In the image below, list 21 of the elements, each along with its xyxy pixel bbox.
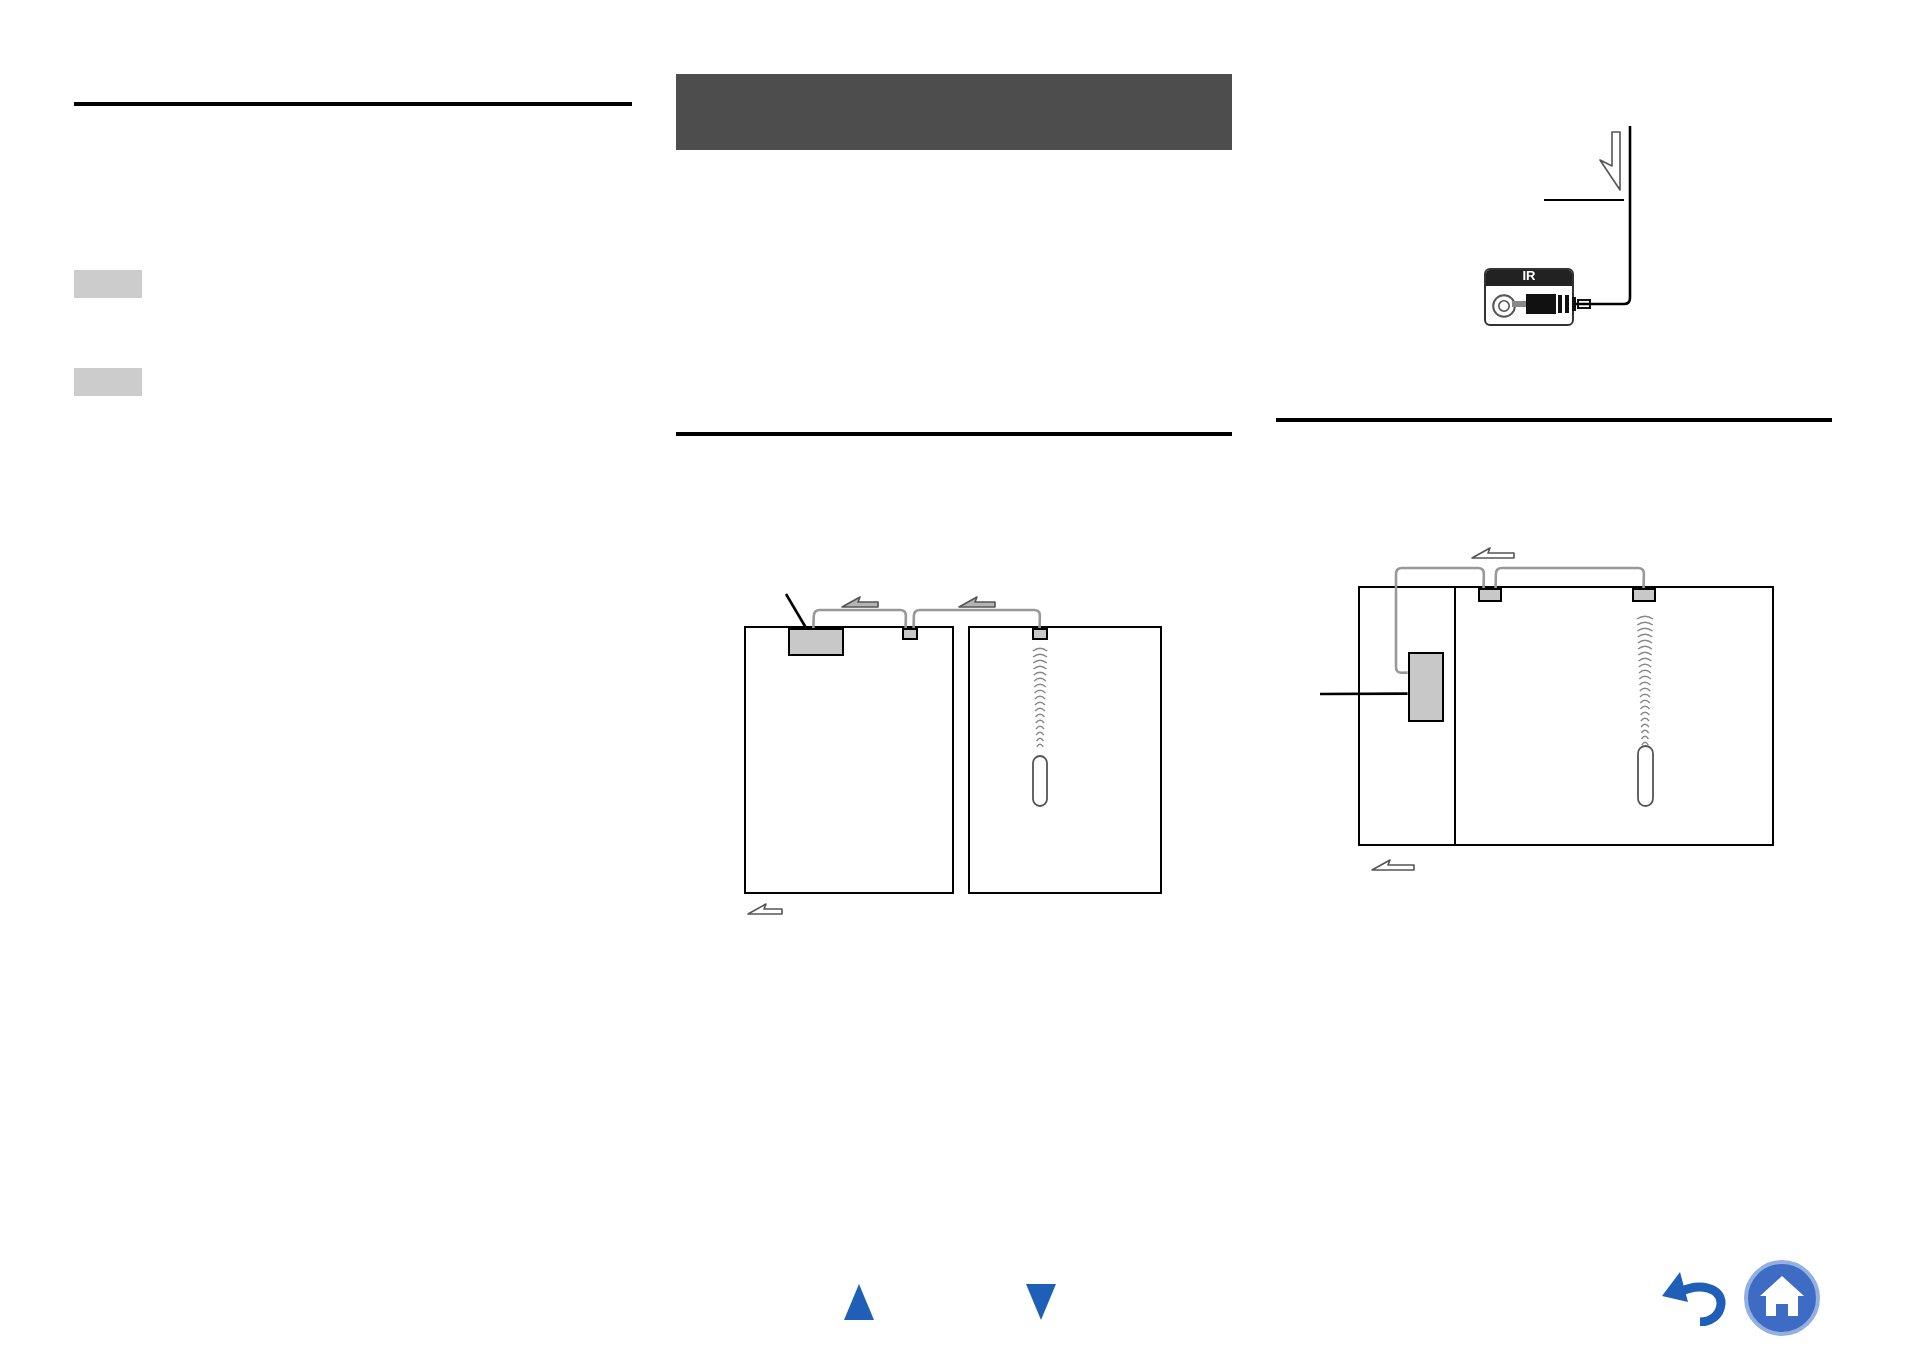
device-block bbox=[1407, 651, 1444, 722]
cable-line bbox=[1394, 566, 1486, 675]
heading-banner bbox=[676, 74, 1232, 150]
leader-line bbox=[784, 593, 808, 629]
cable-line bbox=[1494, 566, 1646, 589]
note-tag bbox=[74, 270, 142, 298]
cabinet-frame bbox=[1358, 586, 1774, 846]
cable-line bbox=[1574, 126, 1632, 306]
leader-line bbox=[1320, 692, 1408, 696]
note-tag bbox=[74, 368, 142, 396]
cable-line bbox=[812, 608, 908, 629]
ir-receiver-block bbox=[1631, 588, 1656, 602]
ir-receiver-block bbox=[901, 628, 918, 640]
device-block bbox=[787, 628, 844, 655]
direction-arrow bbox=[841, 596, 879, 608]
direction-arrow bbox=[958, 596, 996, 608]
ir-receiver-block bbox=[1477, 588, 1502, 602]
cabinet-frame bbox=[744, 626, 954, 894]
cabinet-frame bbox=[968, 626, 1162, 894]
ir-receiver-block bbox=[1031, 628, 1048, 640]
cable-line bbox=[912, 608, 1042, 629]
